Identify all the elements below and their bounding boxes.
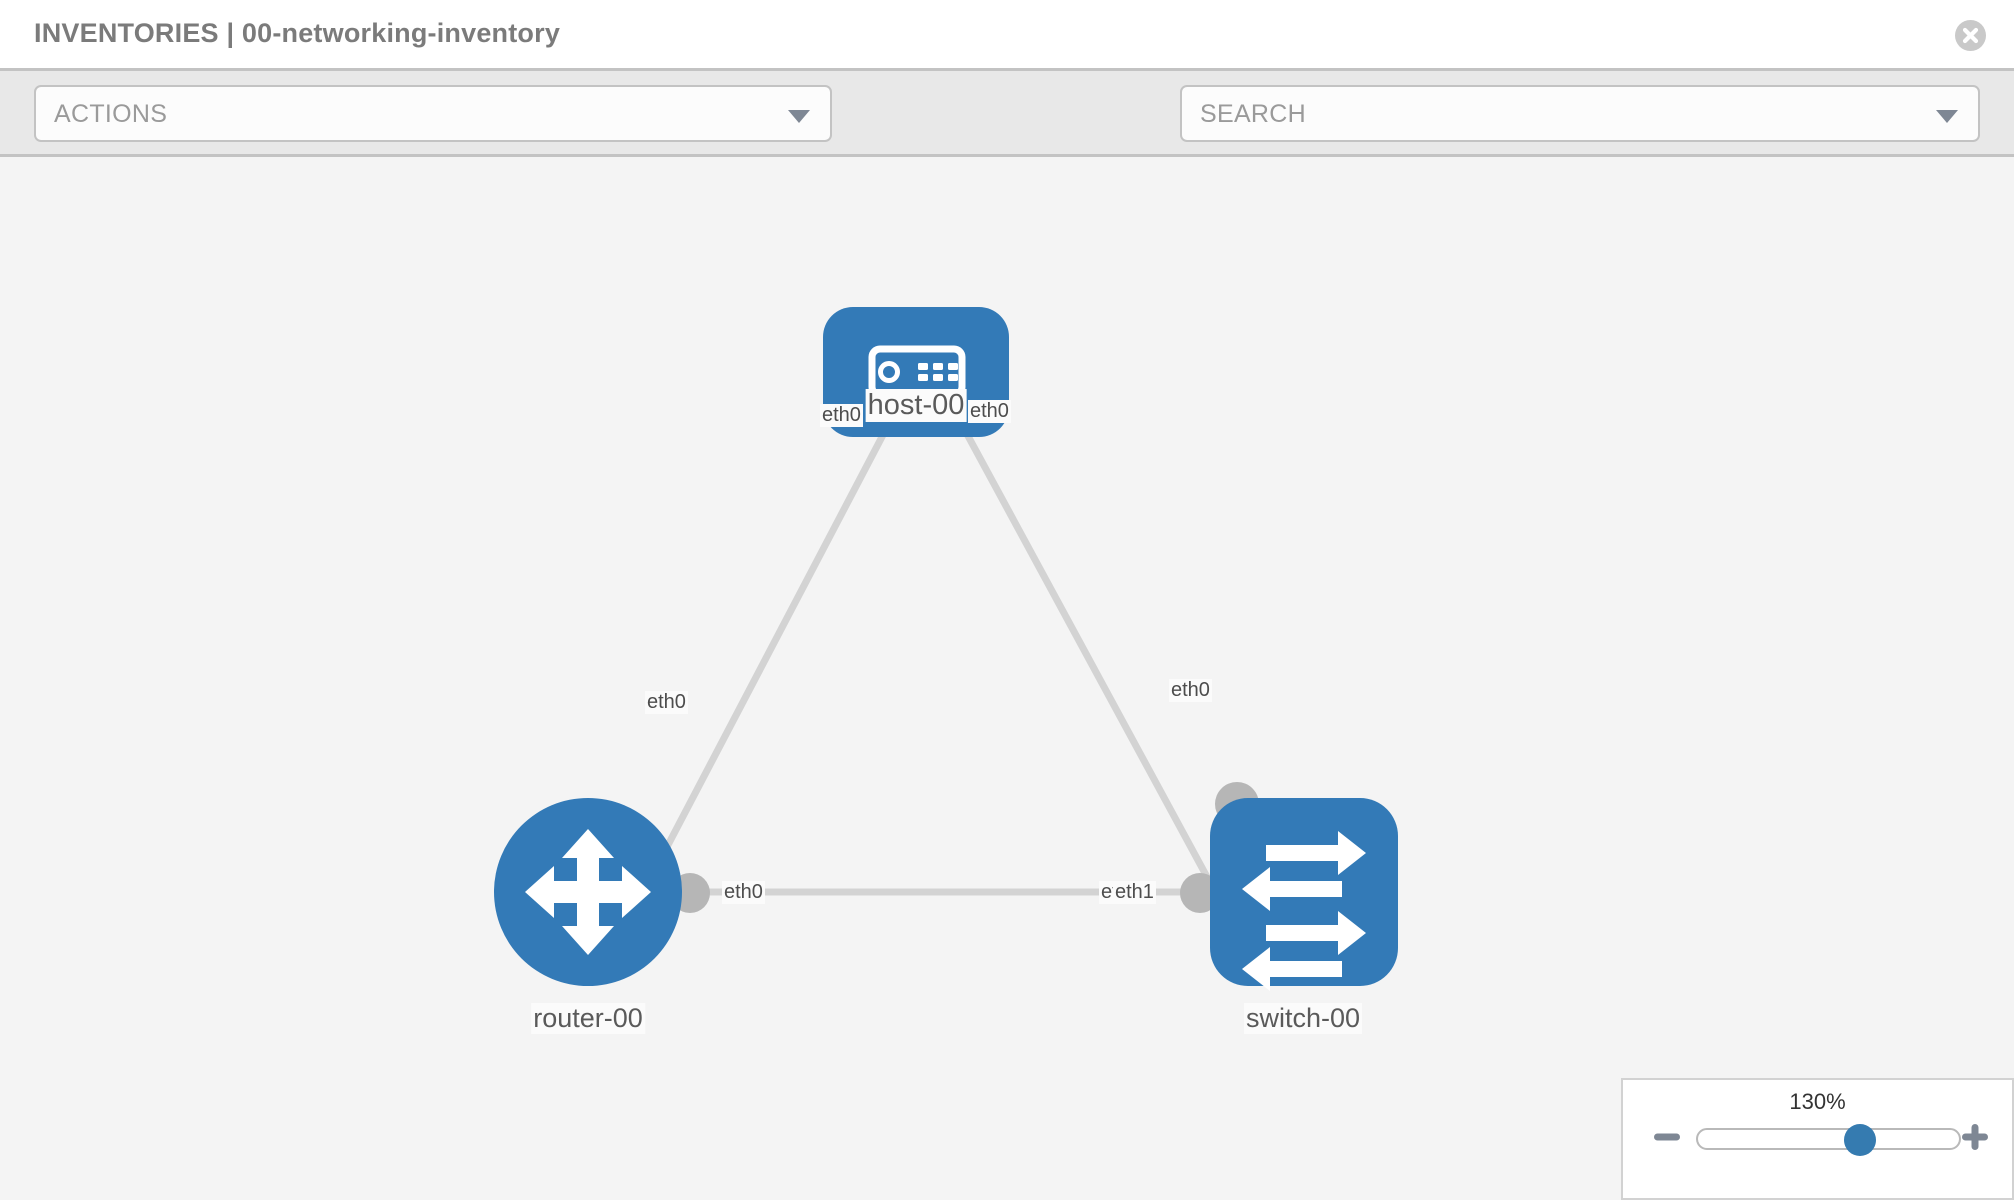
node-router-00 (494, 798, 682, 986)
server-icon (868, 345, 966, 399)
page-header: INVENTORIES | 00-networking-inventory (0, 0, 2014, 68)
switch-arrows-icon (1242, 831, 1366, 991)
toolbar: ACTIONS SEARC (0, 68, 2014, 196)
edge-label-host-right: eth0 (968, 400, 1011, 423)
actions-dropdown-label: ACTIONS (54, 100, 168, 128)
topology-canvas[interactable]: host-00 router-00 switch-00 eth0 eth0 et… (0, 157, 2014, 1200)
search-placeholder: SEARCH (1200, 100, 1306, 128)
chevron-down-icon (1936, 110, 1958, 123)
node-label-router-00: router-00 (531, 1003, 645, 1035)
link-host-switch (951, 408, 1249, 951)
plus-icon[interactable] (1958, 1120, 1992, 1154)
page-title: INVENTORIES | 00-networking-inventory (34, 18, 561, 48)
topology-links (621, 408, 1249, 951)
edge-label-switch-left-b: eth1 (1113, 881, 1156, 904)
zoom-level-value: 130% (1789, 1089, 1846, 1114)
edge-label-switch-up: eth0 (1169, 679, 1212, 702)
link-host-router (621, 408, 899, 931)
zoom-slider-thumb[interactable] (1843, 1124, 1876, 1156)
close-icon[interactable] (1955, 20, 1986, 51)
zoom-control-panel: 130% (1621, 1078, 2014, 1200)
router-arrows-icon (525, 829, 651, 955)
actions-dropdown[interactable]: ACTIONS (34, 85, 832, 142)
chevron-down-icon (788, 110, 810, 123)
node-label-host-00: host-00 (865, 389, 967, 423)
edge-label-router-right: eth0 (722, 881, 765, 904)
minus-icon[interactable] (1650, 1120, 1684, 1154)
edge-label-router-up: eth0 (645, 691, 688, 714)
node-label-switch-00: switch-00 (1243, 1003, 1363, 1035)
topology-connectors (670, 394, 1259, 913)
topology-graph (494, 307, 1398, 991)
node-switch-00 (1210, 798, 1398, 991)
search-input[interactable]: SEARCH (1180, 85, 1980, 142)
edge-label-host-left: eth0 (820, 404, 863, 427)
zoom-slider[interactable] (1696, 1124, 1961, 1156)
